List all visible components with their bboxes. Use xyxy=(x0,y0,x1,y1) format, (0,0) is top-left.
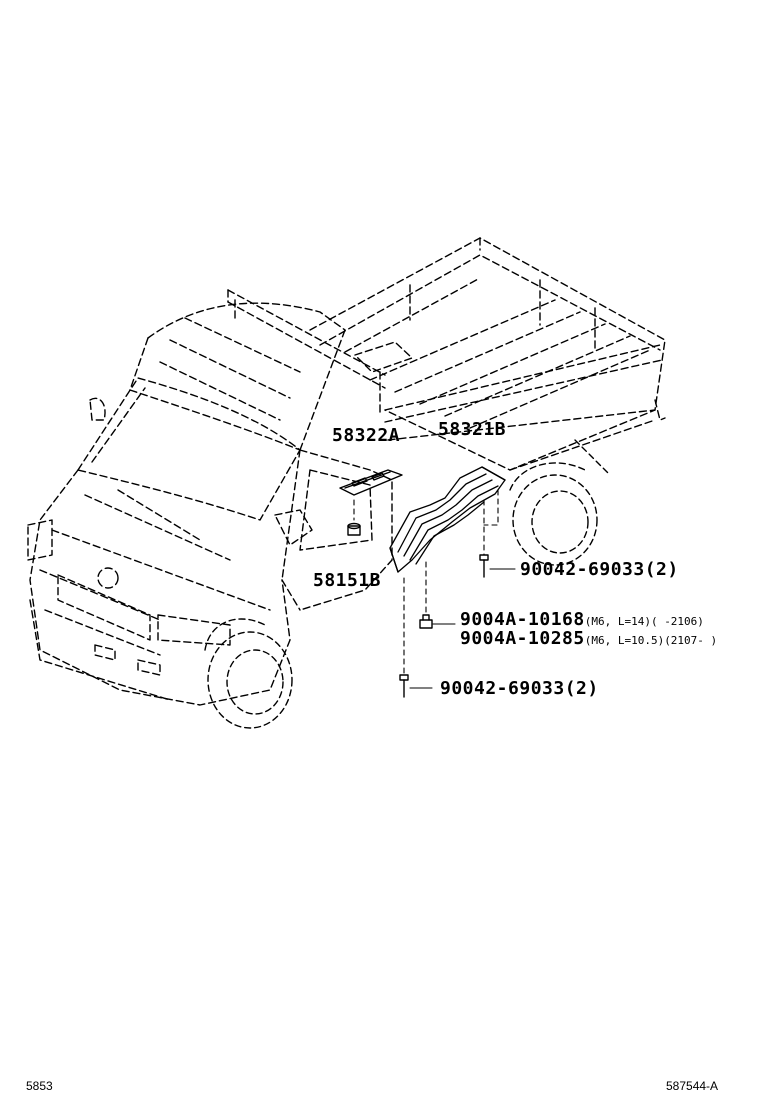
callout-58322a: 58322A xyxy=(332,425,401,446)
part-58151b-grommet xyxy=(347,522,361,536)
front-wheel xyxy=(204,618,293,729)
rear-wheel xyxy=(509,439,611,566)
footer-page-code: 5853 xyxy=(26,1079,53,1093)
clip-upper-90042 xyxy=(479,554,489,578)
part-number: 9004A-10285 xyxy=(460,628,585,649)
part-spec: (M6, L=10.5)(2107- ) xyxy=(584,634,718,647)
callout-58321b: 58321B xyxy=(438,419,507,440)
truck-bed xyxy=(227,237,666,471)
footer-diagram-id: 587544-A xyxy=(666,1079,719,1093)
callout-9004a-10168: 9004A-10168(M6, L=14)( -2106) xyxy=(460,611,704,629)
callout-58151b: 58151B xyxy=(313,570,382,591)
bolt-9004a xyxy=(419,614,433,629)
callout-9004a-10285: 9004A-10285(M6, L=10.5)(2107- ) xyxy=(460,630,717,648)
clip-lower-90042 xyxy=(399,674,409,698)
part-spec: (M6, L=14)( -2106) xyxy=(584,615,704,628)
truck-cab xyxy=(27,302,393,706)
part-58322a-plate xyxy=(339,469,403,496)
part-number: 9004A-10168 xyxy=(460,609,585,630)
callout-90042-lower: 90042-69033(2) xyxy=(440,678,599,699)
callout-leaders xyxy=(409,568,516,689)
leader-lines xyxy=(353,489,499,676)
part-58321b-shield xyxy=(389,466,506,573)
callout-90042-upper: 90042-69033(2) xyxy=(520,559,679,580)
